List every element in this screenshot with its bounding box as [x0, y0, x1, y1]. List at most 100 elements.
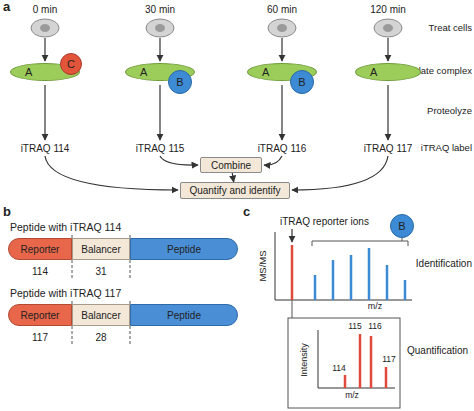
- row-title: Peptide with iTRAQ 114: [10, 222, 121, 234]
- peak-label: 114: [332, 364, 346, 373]
- axis-line: [275, 300, 412, 301]
- time-label: 30 min: [145, 4, 175, 15]
- reporter-peak: [385, 367, 388, 388]
- peak-label: 116: [368, 322, 382, 331]
- flow-arrow: [44, 38, 45, 61]
- node-text: B: [298, 76, 305, 88]
- flow-arrow: [387, 85, 388, 140]
- peptide-segment: Peptide: [130, 304, 238, 326]
- axis-line: [275, 232, 276, 300]
- node-text: Balancer: [81, 244, 120, 255]
- axis-label: Intensity: [300, 343, 310, 377]
- node-text: Peptide: [167, 310, 201, 321]
- panel-letter: a: [3, 0, 10, 14]
- flow-arrow: [264, 156, 282, 165]
- process-box: Combine: [200, 157, 262, 173]
- node-text: A: [140, 66, 147, 78]
- row-title: Peptide with iTRAQ 117: [10, 288, 121, 300]
- fragment-peak: [368, 248, 371, 300]
- panel-letter: b: [3, 205, 11, 219]
- fragment-peak: [314, 275, 317, 300]
- cell: [374, 19, 402, 37]
- fragment-peak: [332, 260, 335, 300]
- cell-nucleus: [155, 24, 165, 32]
- node-text: A: [262, 66, 269, 78]
- tag-label: iTRAQ 116: [258, 143, 307, 154]
- cell-nucleus: [40, 24, 50, 32]
- node-text: Quantify and identify: [189, 185, 280, 196]
- flow-arrow: [45, 156, 178, 190]
- axis-line: [318, 388, 395, 389]
- bracket: [402, 238, 403, 241]
- annotation: iTRAQ reporter ions: [280, 216, 369, 227]
- inset-frame: [288, 318, 400, 408]
- flow-arrow: [44, 85, 45, 140]
- flow-arrow: [292, 156, 388, 190]
- axis-label: m/z: [345, 391, 359, 400]
- fragment-peak: [386, 265, 389, 300]
- node-text: Reporter: [21, 310, 60, 321]
- protein-circle: C: [60, 53, 82, 75]
- cell: [31, 19, 59, 37]
- balancer-segment: Balancer: [72, 238, 130, 260]
- reporter-peak: [291, 245, 294, 300]
- flow-arrow: [160, 156, 198, 165]
- flow-arrow: [281, 38, 282, 61]
- reporter-segment: Reporter: [8, 238, 72, 260]
- time-label: 0 min: [33, 4, 57, 15]
- flow-arrow: [232, 173, 233, 182]
- step-label: iTRAQ label: [421, 143, 472, 153]
- reporter-segment: Reporter: [8, 304, 72, 326]
- tag-label: iTRAQ 117: [364, 143, 413, 154]
- cell-nucleus: [277, 24, 287, 32]
- flow-arrow: [281, 85, 282, 140]
- time-label: 120 min: [370, 4, 406, 15]
- process-box: Quantify and identify: [180, 182, 290, 199]
- panel-letter: c: [243, 205, 250, 219]
- reporter-peak: [359, 334, 362, 388]
- fragment-peak: [404, 280, 407, 300]
- axis-line: [318, 330, 319, 388]
- peptide-segment: Peptide: [130, 238, 238, 260]
- reporter-peak: [370, 336, 373, 388]
- cell: [268, 19, 296, 37]
- tag-label: iTRAQ 115: [136, 143, 185, 154]
- protein-circle: B: [290, 70, 314, 94]
- bracket: [312, 241, 408, 246]
- flow-arrow: [159, 85, 160, 140]
- flow-arrow: [159, 38, 160, 61]
- node-text: B: [398, 220, 405, 232]
- annotation: Quantification: [407, 345, 468, 356]
- node-text: C: [67, 58, 75, 70]
- cell: [146, 19, 174, 37]
- node-text: B: [176, 76, 183, 88]
- reporter-peak: [344, 375, 347, 388]
- node-text: A: [370, 66, 377, 78]
- flow-arrow: [387, 38, 388, 61]
- time-label: 60 min: [267, 4, 297, 15]
- cell-nucleus: [383, 24, 393, 32]
- node-text: Combine: [211, 160, 251, 171]
- axis-label: MS/MS: [258, 250, 268, 281]
- tag-label: iTRAQ 114: [21, 143, 70, 154]
- step-label: Proteolyze: [427, 106, 472, 116]
- mass-number: 28: [95, 332, 106, 343]
- node-text: Balancer: [81, 310, 120, 321]
- protein-circle: B: [390, 214, 414, 238]
- annotation: Identification: [416, 258, 472, 269]
- complex-ellipse: A: [355, 63, 421, 81]
- mass-number: 31: [95, 266, 106, 277]
- step-label: Treat cells: [429, 23, 472, 33]
- fragment-peak: [350, 255, 353, 300]
- zoom-line: [292, 300, 293, 318]
- peak-label: 117: [382, 355, 396, 364]
- node-text: Reporter: [21, 244, 60, 255]
- node-text: Peptide: [167, 244, 201, 255]
- balancer-segment: Balancer: [72, 304, 130, 326]
- peak-label: 115: [348, 322, 362, 331]
- protein-circle: B: [168, 70, 192, 94]
- pointer-arrow: [291, 229, 292, 242]
- node-text: A: [25, 66, 32, 78]
- mass-number: 117: [32, 332, 48, 343]
